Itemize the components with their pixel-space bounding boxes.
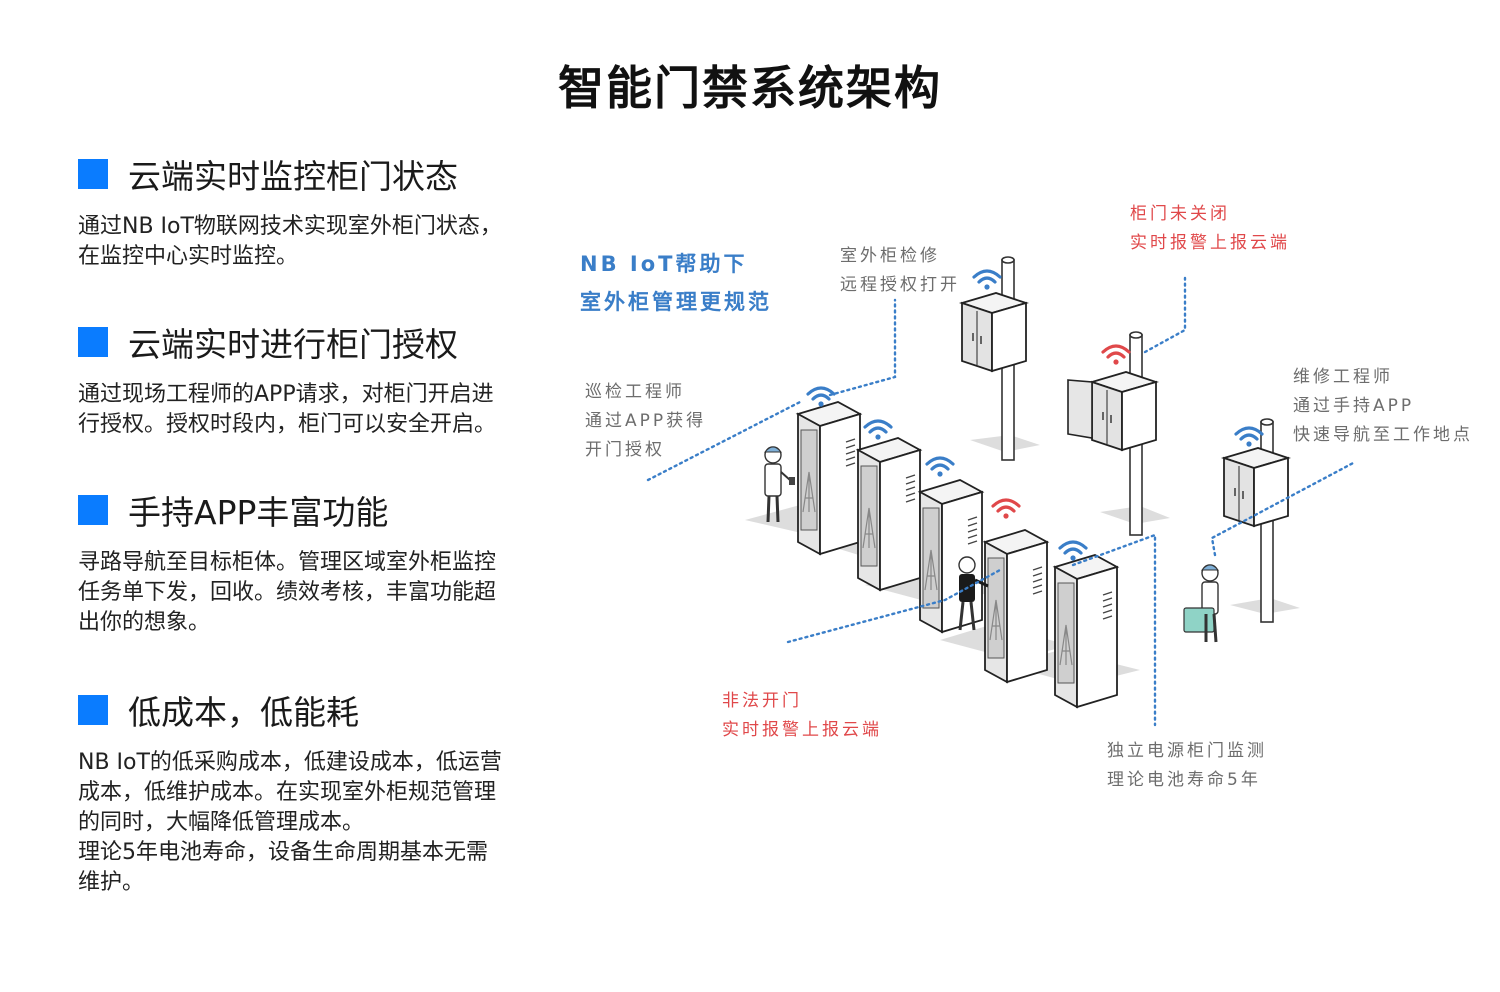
signal-icon [1058,540,1088,563]
signal-icon [925,456,955,479]
floor-cabinet [1054,554,1118,708]
feature-bullet-square [78,327,108,357]
signal-icon [972,269,1002,292]
feature-bullet-square [78,695,108,725]
note-line: 理论电池寿命5年 [1107,770,1261,790]
note-door-not-closed-alarm: 柜门未关闭 实时报警上报云端 [1130,200,1290,258]
note-line: 快速导航至工作地点 [1293,425,1473,445]
note-patrol-engineer: 巡检工程师 通过APP获得 开门授权 [585,378,706,465]
note-line: 非法开门 [722,691,802,711]
feature-title: 云端实时监控柜门状态 [128,157,458,196]
feature-description-line: 出你的想象。 [78,610,211,635]
note-line: 通过APP获得 [585,411,707,431]
patrol-engineer-figure [763,446,795,523]
maintenance-engineer-figure [1183,564,1220,643]
feature-cloud-monitoring: 云端实时监控柜门状态 通过NB IoT物联网技术实现室外柜门状态， 在监控中心实… [78,152,558,272]
note-line: 实时报警上报云端 [722,720,882,740]
note-line: 维修工程师 [1293,367,1393,387]
headline-line: NB IoT帮助下 [580,252,748,276]
architecture-illustration [646,256,1357,727]
pole-mounted-cabinet-open [1091,371,1157,451]
note-line: 独立电源柜门监测 [1107,741,1267,761]
headline-line: 室外柜管理更规范 [580,290,772,314]
feature-description: 寻路导航至目标柜体。管理区域室外柜监控 任务单下发，回收。绩效考核，丰富功能超 … [78,548,556,638]
architecture-diagram: NB IoT帮助下 室外柜管理更规范 室外柜检修 远程授权打开 柜门未关闭 实时… [560,190,1500,810]
feature-description: NB IoT的低采购成本，低建设成本，低运营 成本，低维护成本。在实现室外柜规范… [78,748,556,898]
alarm-signal-icon [1101,344,1131,367]
open-cabinet-door [1067,379,1093,439]
diagram-headline: NB IoT帮助下 室外柜管理更规范 [580,245,772,321]
page-title: 智能门禁系统架构 [558,61,942,115]
floor-cabinet [984,529,1048,683]
note-line: 柜门未关闭 [1130,204,1230,224]
feature-description-line: 寻路导航至目标柜体。管理区域室外柜监控 [78,550,497,575]
feature-bullet-square [78,159,108,189]
feature-description: 通过NB IoT物联网技术实现室外柜门状态， 在监控中心实时监控。 [78,212,556,272]
feature-description-line: 通过现场工程师的APP请求，对柜门开启进 [78,382,494,407]
feature-title: 低成本，低能耗 [128,693,359,732]
note-line: 实时报警上报云端 [1130,233,1290,253]
feature-description-line: 理论5年电池寿命，设备生命周期基本无需 [78,840,488,865]
feature-description-line: 通过NB IoT物联网技术实现室外柜门状态， [78,214,502,239]
alarm-signal-icon [991,498,1021,521]
feature-description-line: 成本，低维护成本。在实现室外柜规范管理 [78,780,497,805]
feature-description-line: NB IoT的低采购成本，低建设成本，低运营 [78,750,502,775]
feature-description: 通过现场工程师的APP请求，对柜门开启进 行授权。授权时段内，柜门可以安全开启。 [78,380,556,440]
feature-low-cost: 低成本，低能耗 NB IoT的低采购成本，低建设成本，低运营 成本，低维护成本。… [78,688,558,898]
feature-handheld-app: 手持APP丰富功能 寻路导航至目标柜体。管理区域室外柜监控 任务单下发，回收。绩… [78,488,558,638]
note-independent-power: 独立电源柜门监测 理论电池寿命5年 [1107,737,1267,795]
note-line: 通过手持APP [1293,396,1415,416]
feature-description-line: 任务单下发，回收。绩效考核，丰富功能超 [78,580,497,605]
feature-cloud-authorization: 云端实时进行柜门授权 通过现场工程师的APP请求，对柜门开启进 行授权。授权时段… [78,320,558,440]
pole-mounted-cabinet [961,292,1027,372]
note-maintenance-engineer: 维修工程师 通过手持APP 快速导航至工作地点 [1293,363,1473,450]
floor-cabinet [797,401,861,555]
floor-cabinet [857,437,921,591]
feature-bullet-square [78,495,108,525]
note-remote-authorization: 室外柜检修 远程授权打开 [840,242,960,300]
signal-icon [863,419,893,442]
note-line: 室外柜检修 [840,246,940,266]
toolbox-icon [1183,607,1215,633]
feature-title: 云端实时进行柜门授权 [128,325,458,364]
feature-description-line: 在监控中心实时监控。 [78,244,299,269]
feature-title: 手持APP丰富功能 [128,493,389,532]
note-illegal-open-alarm: 非法开门 实时报警上报云端 [722,687,882,745]
callout-lines [646,276,1357,727]
feature-description-line: 的同时，大幅降低管理成本。 [78,810,365,835]
signal-icon [1234,426,1264,449]
note-line: 巡检工程师 [585,382,685,402]
note-line: 开门授权 [585,440,665,460]
feature-description-line: 行授权。授权时段内，柜门可以安全开启。 [78,412,497,437]
feature-description-line: 维护。 [78,870,145,895]
note-line: 远程授权打开 [840,275,960,295]
